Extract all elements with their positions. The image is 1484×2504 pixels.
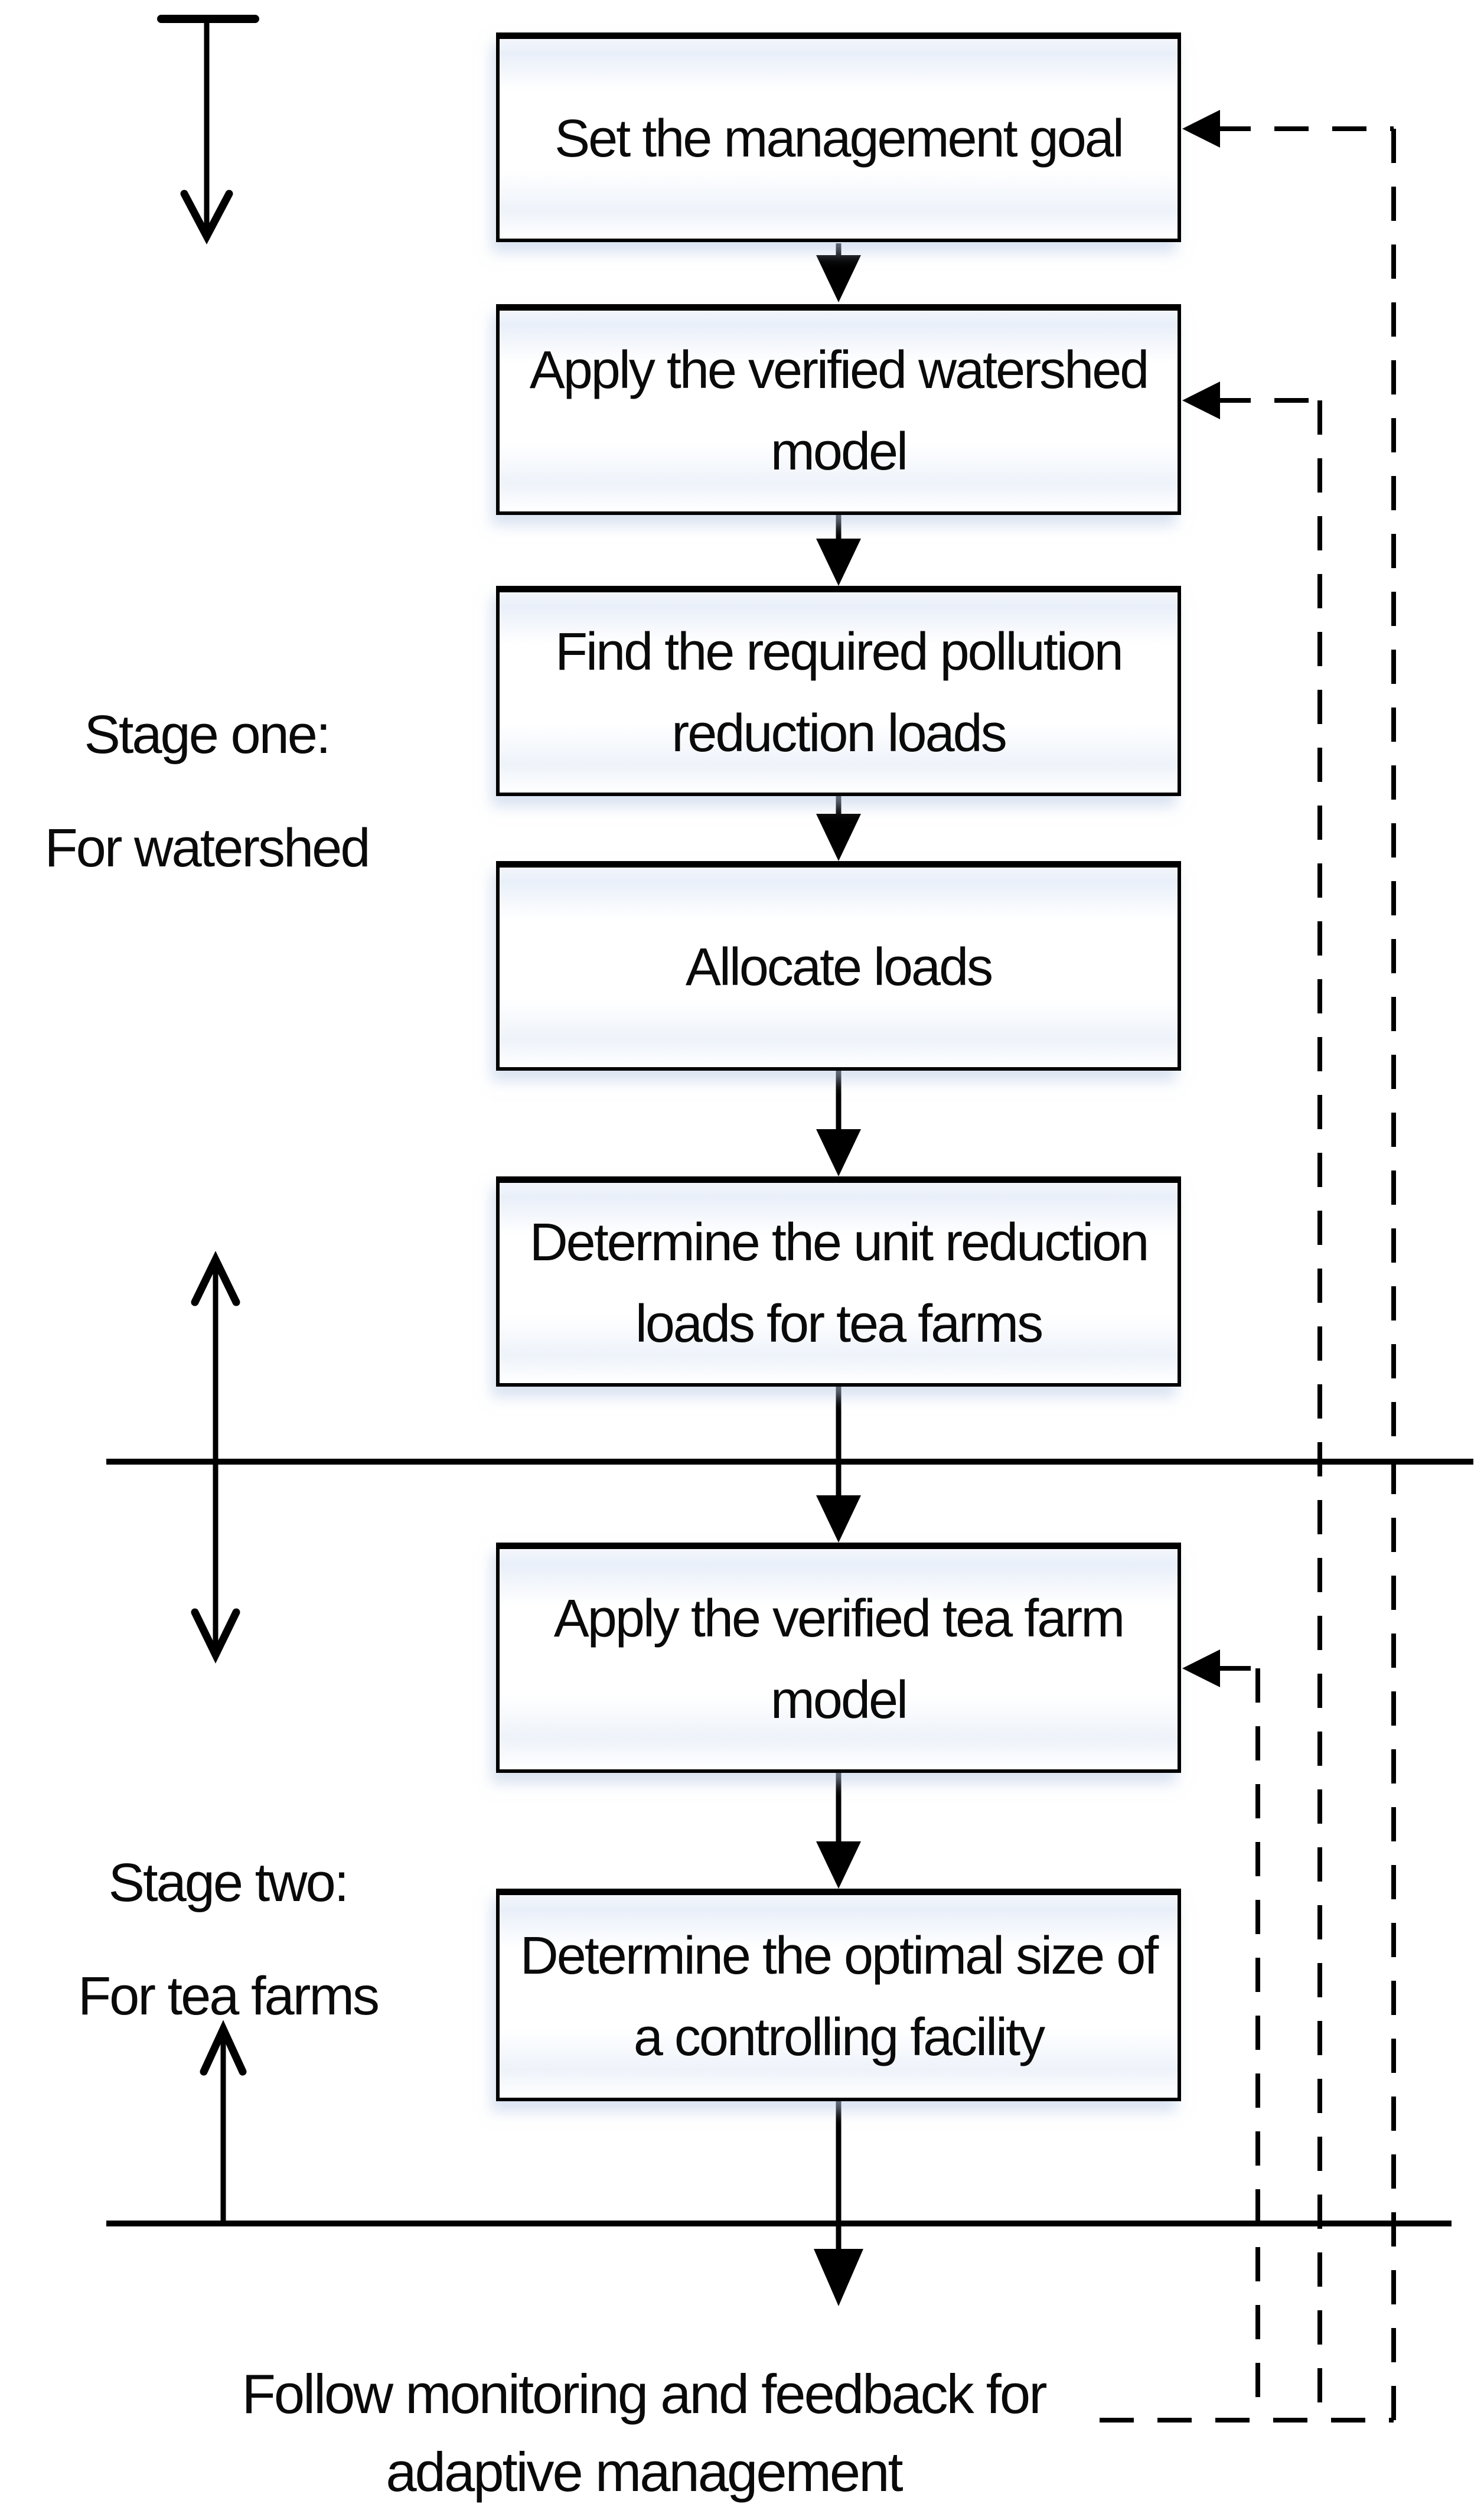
box-find-reduction-loads: Find the required pollution reduction lo… bbox=[496, 586, 1181, 796]
stage-two-label-line2: For tea farms bbox=[77, 1966, 380, 2026]
box-apply-tea-farm-model: Apply the verified tea farm model bbox=[496, 1543, 1181, 1773]
arrowhead-into-watershed-model-icon bbox=[1182, 382, 1220, 419]
box-set-goal-label: Set the management goal bbox=[555, 109, 1124, 168]
box-apply-watershed-model: Apply the verified watershed model bbox=[496, 304, 1181, 515]
box-apply-watershed-model-label: Apply the verified watershed model bbox=[529, 341, 1150, 481]
arrow-loads-to-allocate-icon bbox=[816, 796, 861, 861]
flow-arrows bbox=[814, 243, 863, 2306]
box-allocate-loads-label: Allocate loads bbox=[685, 938, 993, 997]
stage-one-label-line1: Stage one: bbox=[84, 705, 331, 765]
feedback-dashed-lines bbox=[1100, 126, 1396, 2423]
arrow-facility-to-monitoring-icon bbox=[814, 2101, 863, 2306]
arrow-watershed-model-to-loads-icon bbox=[816, 515, 861, 586]
arrow-tea-farm-model-to-facility-icon bbox=[816, 1773, 861, 1889]
start-down-arrow-icon bbox=[157, 15, 259, 244]
box-unit-reduction-loads: Determine the unit reduction loads for t… bbox=[496, 1176, 1181, 1387]
stage-one-label: Stage one: For watershed bbox=[24, 678, 390, 905]
arrow-unit-loads-to-tea-farm-model-icon bbox=[816, 1387, 861, 1543]
feedback-arrowheads bbox=[1182, 110, 1220, 1687]
box-optimal-facility-size-label: Determine the optimal size of a controll… bbox=[520, 1926, 1159, 2067]
monitoring-feedback-label: Follow monitoring and feedback for adapt… bbox=[142, 2355, 1146, 2504]
arrow-allocate-to-unit-loads-icon bbox=[816, 1070, 861, 1176]
monitoring-feedback-label-line1: Follow monitoring and feedback for bbox=[242, 2363, 1047, 2425]
arrowhead-into-goal-icon bbox=[1182, 110, 1220, 148]
box-unit-reduction-loads-label: Determine the unit reduction loads for t… bbox=[529, 1212, 1150, 1354]
box-set-goal: Set the management goal bbox=[496, 32, 1181, 242]
stage-one-label-line2: For watershed bbox=[44, 818, 370, 878]
box-allocate-loads: Allocate loads bbox=[496, 861, 1181, 1071]
box-apply-tea-farm-model-label: Apply the verified tea farm model bbox=[553, 1589, 1126, 1730]
arrowhead-into-tea-farm-model-icon bbox=[1182, 1649, 1220, 1687]
stage-two-label-line1: Stage two: bbox=[108, 1853, 350, 1913]
box-find-reduction-loads-label: Find the required pollution reduction lo… bbox=[555, 622, 1124, 763]
stage-two-label: Stage two: For tea farms bbox=[33, 1826, 423, 2053]
stage-span-double-arrow-icon bbox=[191, 1251, 240, 1664]
monitoring-feedback-label-line2: adaptive management bbox=[386, 2441, 903, 2503]
box-optimal-facility-size: Determine the optimal size of a controll… bbox=[496, 1889, 1181, 2101]
stage-span-up-arrow-icon bbox=[200, 2020, 247, 2225]
arrow-goal-to-watershed-model-icon bbox=[816, 243, 861, 302]
